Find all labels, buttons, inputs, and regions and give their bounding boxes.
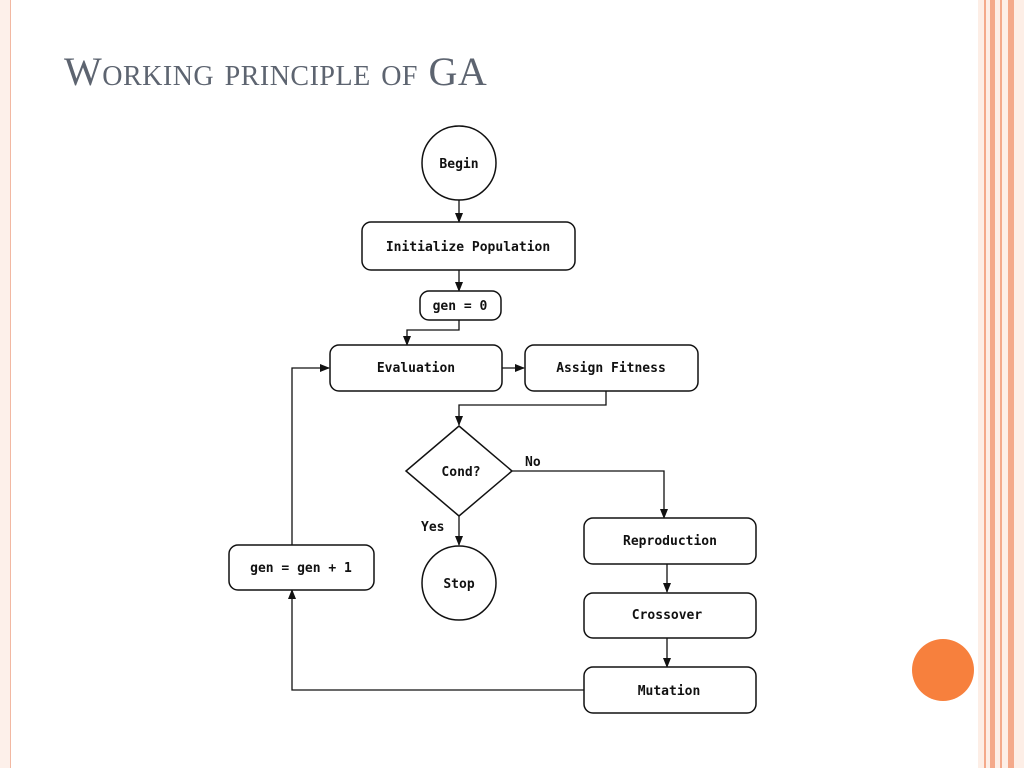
node-assign-fitness-label: Assign Fitness bbox=[556, 361, 666, 376]
node-stop: Stop bbox=[421, 545, 497, 621]
edge-mutation-gen-increment bbox=[288, 589, 584, 691]
node-mutation-label: Mutation bbox=[638, 684, 701, 699]
edge-fitness-cond bbox=[455, 391, 607, 426]
node-condition: Cond? bbox=[404, 425, 514, 517]
node-stop-label: Stop bbox=[443, 577, 474, 592]
frame-stripe bbox=[990, 0, 995, 768]
frame-stripe bbox=[1000, 0, 1002, 768]
node-gen-increment-label: gen = gen + 1 bbox=[250, 561, 352, 576]
node-mutation: Mutation bbox=[583, 666, 757, 714]
node-crossover: Crossover bbox=[583, 592, 757, 639]
node-begin: Begin bbox=[421, 125, 497, 201]
node-gen-zero-label: gen = 0 bbox=[433, 299, 488, 314]
node-initialize-population-label: Initialize Population bbox=[386, 240, 550, 255]
slide-frame-left bbox=[0, 0, 11, 768]
frame-stripe bbox=[1008, 0, 1014, 768]
edge-label-no: No bbox=[525, 455, 541, 470]
edge-cond-reproduction bbox=[512, 470, 668, 519]
edge-gen-increment-eval bbox=[291, 364, 330, 545]
node-condition-label: Cond? bbox=[441, 465, 480, 480]
node-gen-zero: gen = 0 bbox=[419, 290, 502, 321]
slide-title: Working principle of GA bbox=[64, 49, 488, 94]
frame-stripe bbox=[984, 0, 986, 768]
node-crossover-label: Crossover bbox=[632, 608, 703, 623]
node-initialize-population: Initialize Population bbox=[361, 221, 576, 271]
node-begin-label: Begin bbox=[439, 157, 478, 172]
node-evaluation: Evaluation bbox=[329, 344, 503, 392]
node-evaluation-label: Evaluation bbox=[377, 361, 455, 376]
edge-gen0-eval bbox=[403, 320, 460, 346]
node-reproduction: Reproduction bbox=[583, 517, 757, 565]
accent-dot bbox=[912, 639, 974, 701]
node-reproduction-label: Reproduction bbox=[623, 534, 717, 549]
slide-frame-right bbox=[978, 0, 1024, 768]
flow-edges bbox=[288, 200, 671, 691]
edge-label-yes: Yes bbox=[421, 520, 444, 535]
node-assign-fitness: Assign Fitness bbox=[524, 344, 699, 392]
node-gen-increment: gen = gen + 1 bbox=[228, 544, 375, 591]
